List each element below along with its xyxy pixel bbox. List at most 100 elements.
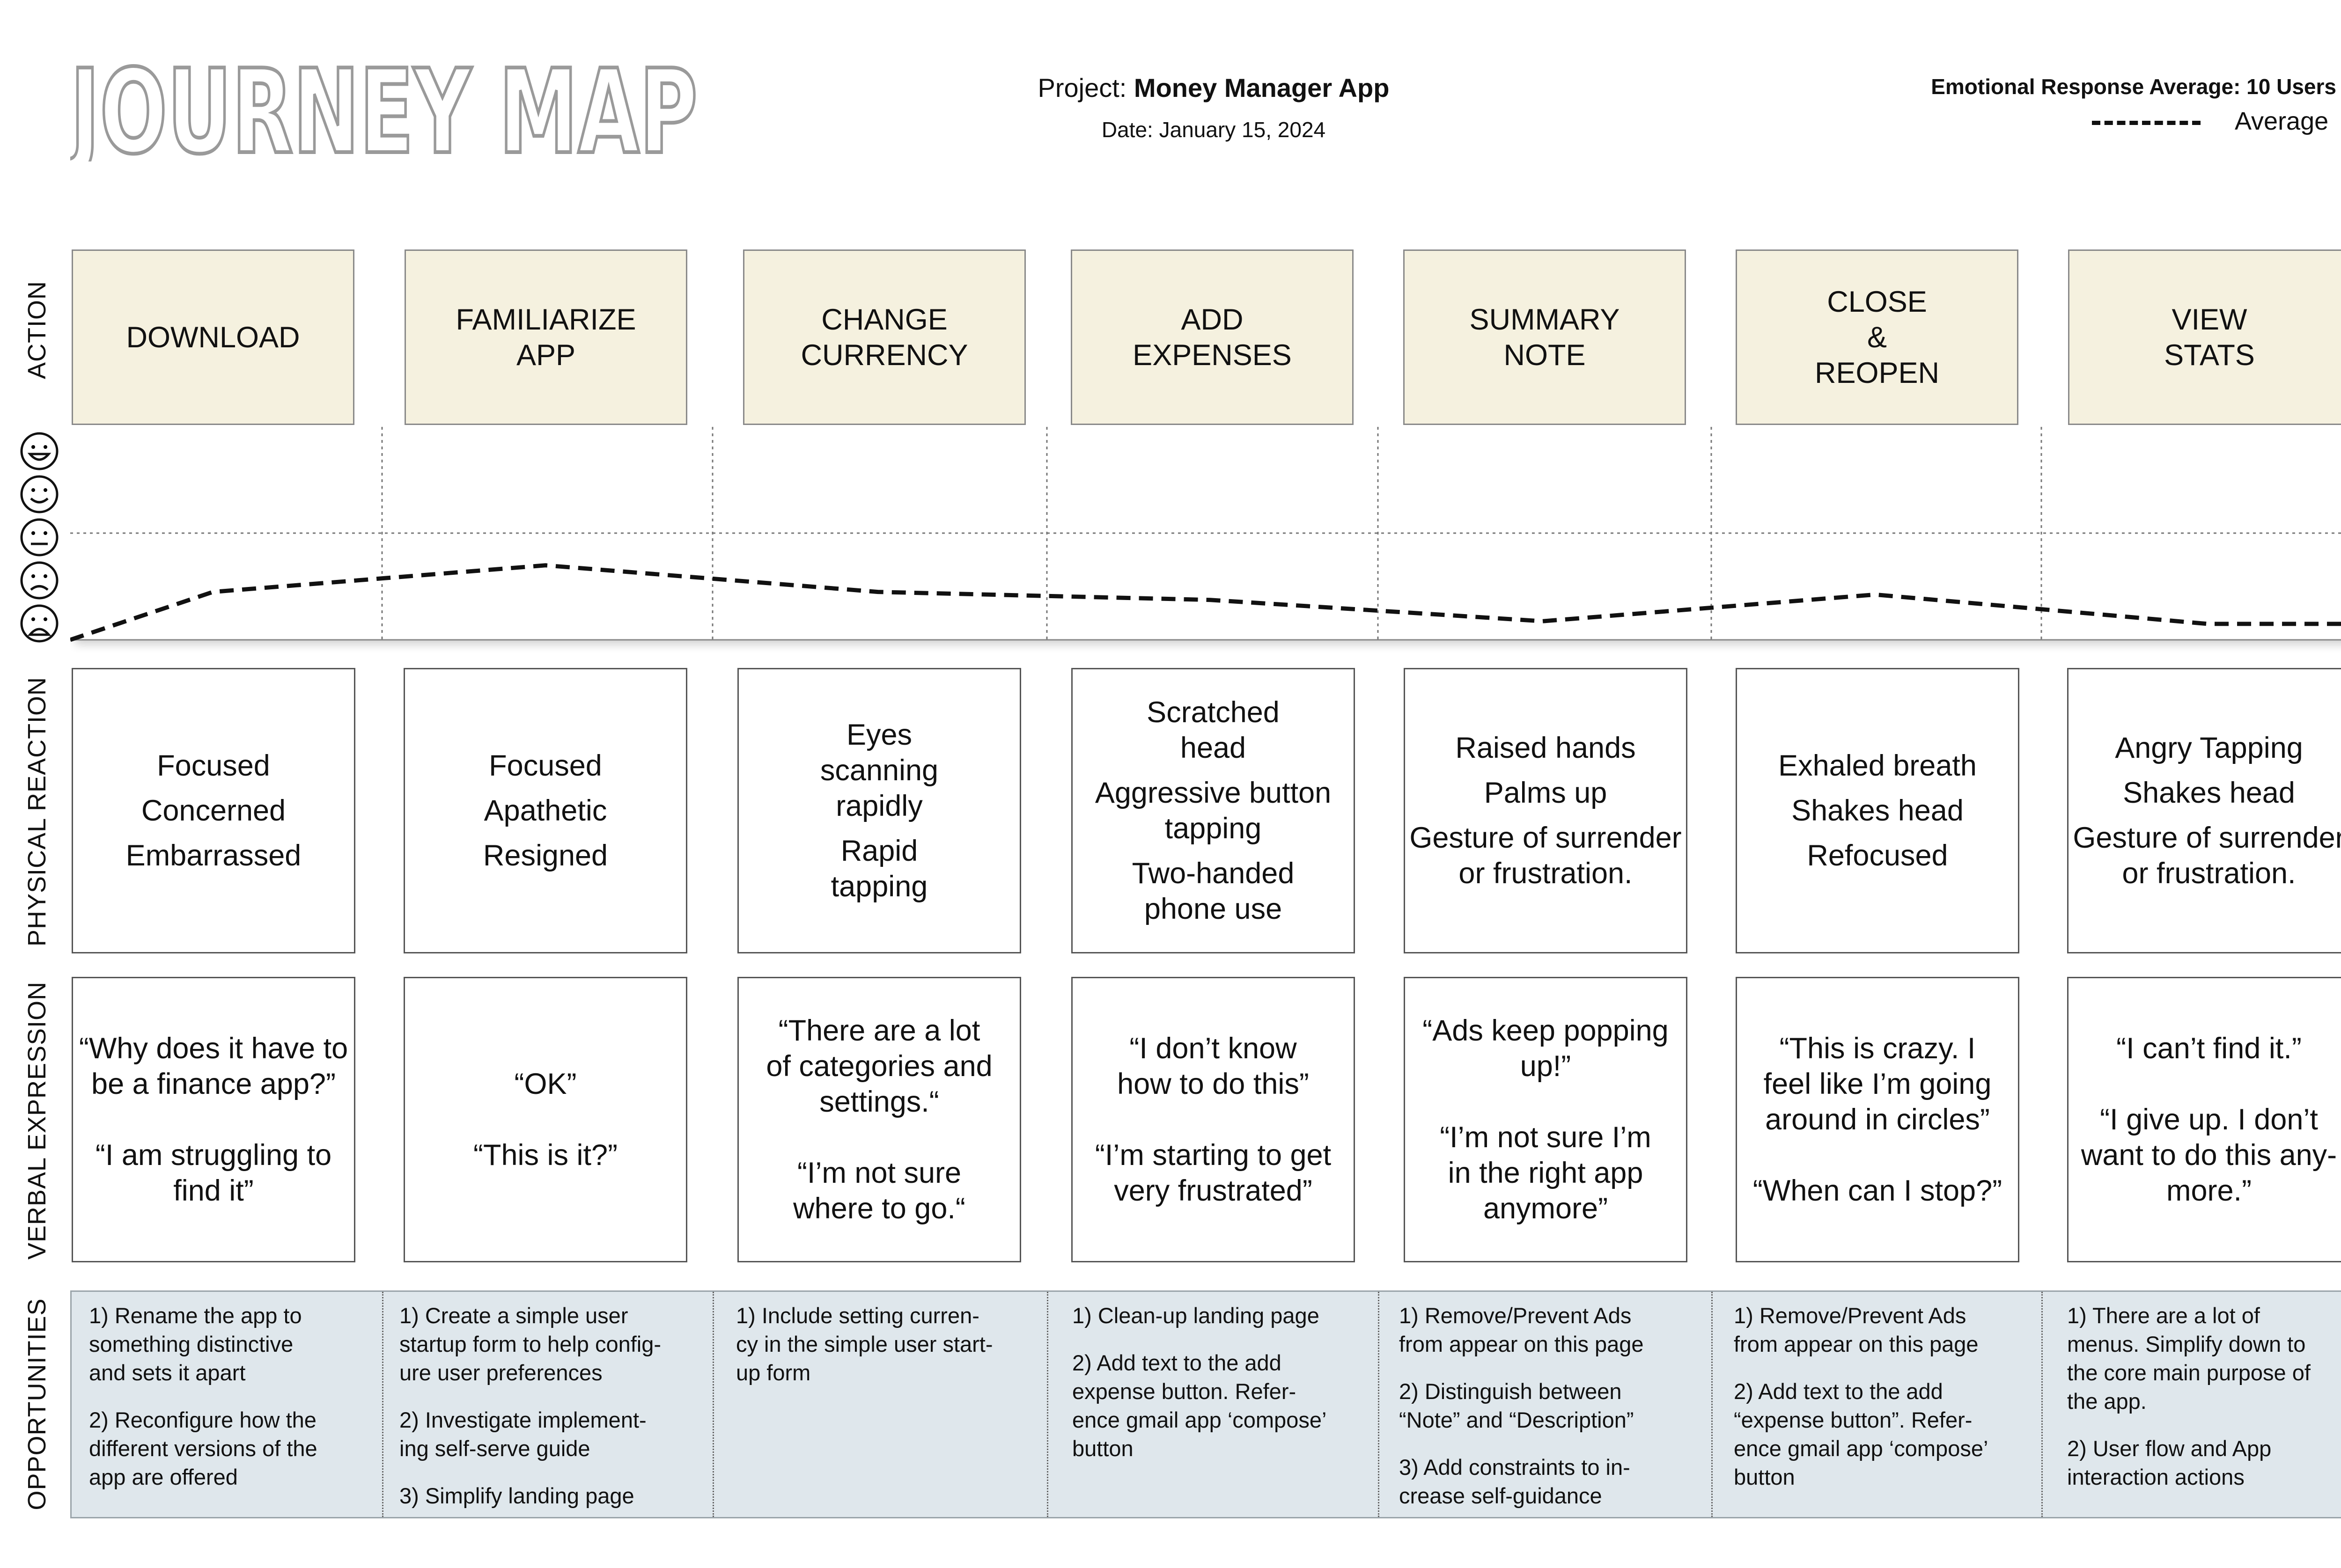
action-step-label: CHANGE CURRENCY bbox=[801, 303, 968, 372]
opportunity-item: 3) Add constraints to in- crease self-gu… bbox=[1399, 1455, 1630, 1508]
action-step-label: SUMMARY NOTE bbox=[1469, 303, 1620, 372]
verbal-expression-text: “Why does it have to be a finance app?” bbox=[79, 1032, 348, 1100]
emotion-chart bbox=[70, 427, 2341, 645]
physical-reaction-text: Palms up bbox=[1484, 777, 1607, 809]
action-step-label: ADD EXPENSES bbox=[1133, 303, 1292, 372]
verbal-expression-text: “This is it?” bbox=[473, 1139, 618, 1172]
opportunity-item: 2) Reconfigure how the different version… bbox=[89, 1407, 317, 1489]
happy-face-icon bbox=[20, 475, 59, 513]
legend-average-line bbox=[2092, 121, 2201, 125]
project-line: Project: Money Manager App bbox=[933, 73, 1494, 103]
row-label-verbal: VERBAL EXPRESSION bbox=[23, 981, 51, 1260]
action-step-1: DOWNLOAD bbox=[72, 249, 354, 425]
journey-map-title-text: JOURNEY MAP bbox=[70, 63, 698, 161]
action-step-3: CHANGE CURRENCY bbox=[743, 249, 1026, 425]
opportunity-column-5: 1) Remove/Prevent Ads from appear on thi… bbox=[1399, 1301, 1644, 1529]
opportunity-item: 2) Add text to the add “expense button”.… bbox=[1734, 1379, 1988, 1489]
physical-reaction-text: Resigned bbox=[483, 839, 608, 872]
verbal-expression-box-1: “Why does it have to be a finance app?” “… bbox=[72, 977, 355, 1262]
verbal-expression-text: “OK” bbox=[514, 1068, 577, 1100]
action-step-label: VIEW STATS bbox=[2164, 303, 2255, 372]
emotion-scale bbox=[20, 432, 59, 643]
verbal-expression-text: “There are a lot of categories and setti… bbox=[766, 1014, 993, 1118]
sad-face-icon bbox=[20, 561, 59, 600]
opportunity-item: 1) Include setting curren- cy in the sim… bbox=[736, 1303, 993, 1385]
verbal-expression-text: “Ads keep popping up!” bbox=[1422, 1014, 1669, 1083]
physical-reaction-text: Apathetic bbox=[484, 794, 607, 827]
opportunity-item: 1) Clean-up landing page bbox=[1072, 1303, 1319, 1328]
very-happy-face-icon bbox=[20, 432, 59, 470]
verbal-expression-text: “I give up. I don’t want to do this any-… bbox=[2081, 1103, 2337, 1207]
opportunity-column-7: 1) There are a lot of menus. Simplify do… bbox=[2067, 1301, 2311, 1510]
physical-reaction-text: Rapid tapping bbox=[831, 835, 928, 903]
verbal-expression-text: “I can’t find it.” bbox=[2116, 1032, 2302, 1065]
opportunity-column-1: 1) Rename the app to something distincti… bbox=[89, 1301, 317, 1510]
verbal-expression-text: “I’m not sure where to go.“ bbox=[793, 1157, 965, 1225]
journey-map-title: JOURNEY MAP bbox=[70, 63, 699, 161]
physical-reaction-text: Gesture of surrender or frustration. bbox=[2073, 821, 2341, 890]
action-step-5: SUMMARY NOTE bbox=[1403, 249, 1686, 425]
opportunity-item: 1) Create a simple user startup form to … bbox=[399, 1303, 662, 1385]
average-line bbox=[70, 563, 2341, 642]
verbal-expression-text: “I don’t know how to do this” bbox=[1117, 1032, 1309, 1100]
opportunity-column-3: 1) Include setting curren- cy in the sim… bbox=[736, 1301, 993, 1406]
opportunity-item: 1) Remove/Prevent Ads from appear on thi… bbox=[1734, 1303, 1979, 1356]
verbal-expression-text: “This is crazy. I feel like I’m going ar… bbox=[1763, 1032, 1992, 1136]
action-step-label: FAMILIARIZE APP bbox=[456, 303, 636, 372]
opportunity-item: 2) Distinguish between “Note” and “Descr… bbox=[1399, 1379, 1634, 1432]
action-step-label: CLOSE & REOPEN bbox=[1814, 285, 1940, 389]
action-step-4: ADD EXPENSES bbox=[1071, 249, 1354, 425]
row-label-physical: PHYSICAL REACTION bbox=[23, 676, 51, 947]
physical-reaction-text: Eyes scanning rapidly bbox=[820, 718, 939, 822]
project-label: Project: bbox=[1038, 73, 1134, 103]
project-date: Date: January 15, 2024 bbox=[1101, 117, 1326, 142]
opportunity-column-4: 1) Clean-up landing page 2) Add text to t… bbox=[1072, 1301, 1326, 1481]
opportunity-divider bbox=[1047, 1292, 1048, 1517]
opportunity-divider bbox=[713, 1292, 714, 1517]
physical-reaction-text: Shakes head bbox=[1791, 794, 1964, 827]
physical-reaction-text: Embarrassed bbox=[125, 839, 302, 872]
opportunity-item: 3) Simplify landing page bbox=[399, 1483, 634, 1508]
row-label-opportunities: OPPORTUNITIES bbox=[23, 1298, 51, 1510]
action-step-6: CLOSE & REOPEN bbox=[1736, 249, 2018, 425]
physical-reaction-text: Raised hands bbox=[1455, 732, 1636, 764]
verbal-expression-text: “When can I stop?” bbox=[1752, 1174, 2002, 1207]
opportunities-panel bbox=[70, 1290, 2341, 1518]
opportunity-divider bbox=[1378, 1292, 1379, 1517]
physical-reaction-text: Focused bbox=[489, 749, 602, 782]
physical-reaction-text: Concerned bbox=[141, 794, 286, 827]
verbal-expression-box-3: “There are a lot of categories and setti… bbox=[737, 977, 1021, 1262]
opportunity-item: 1) Rename the app to something distincti… bbox=[89, 1303, 302, 1385]
action-step-2: FAMILIARIZE APP bbox=[405, 249, 687, 425]
physical-reaction-text: Aggressive button tapping bbox=[1095, 777, 1332, 845]
verbal-expression-text: “I’m not sure I’m in the right app anymo… bbox=[1440, 1121, 1651, 1225]
physical-reaction-text: Gesture of surrender or frustration. bbox=[1409, 821, 1682, 890]
opportunity-item: 1) There are a lot of menus. Simplify do… bbox=[2067, 1303, 2311, 1414]
verbal-expression-box-4: “I don’t know how to do this”“I’m starti… bbox=[1071, 977, 1355, 1262]
legend-average-label: Average bbox=[2235, 107, 2329, 135]
verbal-expression-box-6: “This is crazy. I feel like I’m going ar… bbox=[1736, 977, 2019, 1262]
opportunity-column-6: 1) Remove/Prevent Ads from appear on thi… bbox=[1734, 1301, 1988, 1510]
opportunity-item: 2) Add text to the add expense button. R… bbox=[1072, 1350, 1327, 1461]
physical-reaction-text: Shakes head bbox=[2123, 777, 2295, 809]
verbal-expression-box-5: “Ads keep popping up!” “I’m not sure I’m … bbox=[1404, 977, 1687, 1262]
verbal-expression-box-2: “OK” “This is it?” bbox=[404, 977, 687, 1262]
verbal-expression-text: “I am struggling to find it” bbox=[95, 1139, 332, 1207]
opportunity-item: 2) User flow and App interaction actions bbox=[2067, 1436, 2272, 1489]
verbal-expression-box-7: “I can’t find it.” “I give up. I don’t wa… bbox=[2067, 977, 2341, 1262]
opportunity-item: 2) Investigate implement- ing self-serve… bbox=[399, 1407, 647, 1461]
action-step-7: VIEW STATS bbox=[2068, 249, 2341, 425]
physical-reaction-text: Focused bbox=[157, 749, 270, 782]
physical-reaction-text: Two-handed phone use bbox=[1132, 857, 1295, 925]
opportunity-divider bbox=[1711, 1292, 1713, 1517]
physical-reaction-text: Exhaled breath bbox=[1778, 749, 1977, 782]
opportunity-divider bbox=[2041, 1292, 2043, 1517]
opportunity-divider bbox=[382, 1292, 383, 1517]
physical-reaction-text: Scratched head bbox=[1147, 696, 1280, 764]
